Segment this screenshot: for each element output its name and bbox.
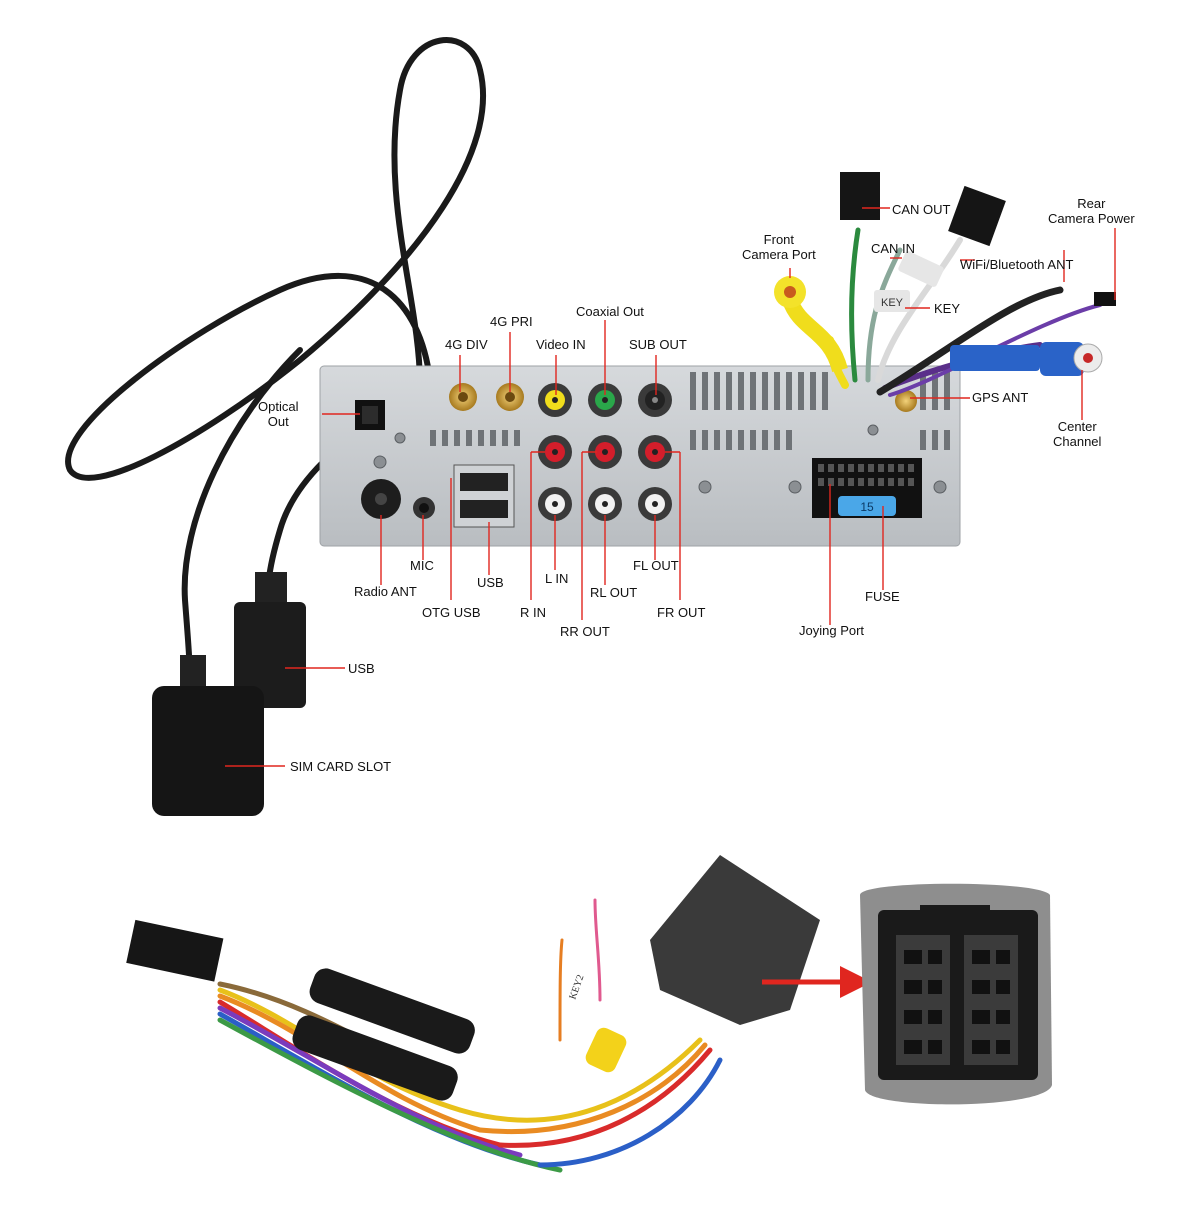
can-out-connector — [840, 172, 880, 220]
wifi-bt-connector — [948, 185, 1006, 247]
label-sim-card-slot: SIM CARD SLOT — [290, 759, 392, 774]
label-joying-port: Joying Port — [799, 623, 865, 638]
label-can-in: CAN IN — [871, 241, 916, 256]
label-fr-out: FR OUT — [657, 605, 706, 620]
label-otg-usb: OTG USB — [422, 605, 481, 620]
usb-cable-plug — [234, 572, 306, 708]
center-channel-rca — [1040, 342, 1103, 376]
mic-port — [413, 497, 435, 519]
label-mic: MIC — [410, 558, 434, 573]
label-fuse: FUSE — [865, 589, 900, 604]
iso-harness: KEY2 — [126, 855, 820, 1173]
label-wifi-bt-ant: WiFi/Bluetooth ANT — [960, 257, 1074, 272]
label-coaxial-out: Coaxial Out — [576, 304, 644, 319]
key2-tag-text: KEY2 — [567, 973, 586, 1001]
usb-ports-block — [453, 464, 515, 528]
4g-antennas — [449, 383, 917, 412]
rca-jacks — [538, 383, 672, 521]
label-video-in: Video IN — [536, 337, 586, 352]
label-rl-out: RL OUT — [590, 585, 638, 600]
label-optical-out: Optical Out — [258, 399, 299, 429]
label-4g-pri: 4G PRI — [490, 314, 533, 329]
key-tag-text: KEY — [881, 297, 904, 309]
label-fl-out: FL OUT — [633, 558, 679, 573]
label-can-out: CAN OUT — [892, 202, 951, 217]
key-tag: KEY — [874, 290, 910, 312]
harness-rca-yellow — [585, 1027, 627, 1073]
fuse-value: 15 — [860, 500, 874, 514]
label-gps-ant: GPS ANT — [972, 390, 1029, 405]
label-usb-cable: USB — [348, 661, 375, 676]
label-r-in: R IN — [520, 605, 546, 620]
label-rear-camera-power: Rear Camera Power — [1048, 196, 1135, 226]
fuse: 15 — [838, 496, 896, 516]
label-l-in: L IN — [545, 571, 569, 586]
can-in-tag — [898, 251, 944, 287]
sim-card-box — [152, 655, 264, 816]
label-radio-ant: Radio ANT — [354, 584, 417, 599]
radio-ant-port — [361, 479, 401, 519]
label-front-camera-port: Front Camera Port — [742, 232, 816, 262]
iso-plug-foam — [650, 855, 820, 1025]
label-sub-out: SUB OUT — [629, 337, 687, 352]
red-arrow — [762, 966, 872, 998]
leader-lines — [225, 207, 1116, 767]
label-usb-port: USB — [477, 575, 504, 590]
optical-out-port — [355, 400, 385, 430]
label-4g-div: 4G DIV — [445, 337, 488, 352]
rear-camera-power-wire — [1094, 292, 1116, 306]
label-key: KEY — [934, 301, 961, 316]
front-camera-rca — [774, 276, 848, 373]
iso-socket-closeup — [860, 883, 1052, 1105]
label-center-channel: Center Channel — [1053, 419, 1102, 449]
label-rr-out: RR OUT — [560, 624, 610, 639]
